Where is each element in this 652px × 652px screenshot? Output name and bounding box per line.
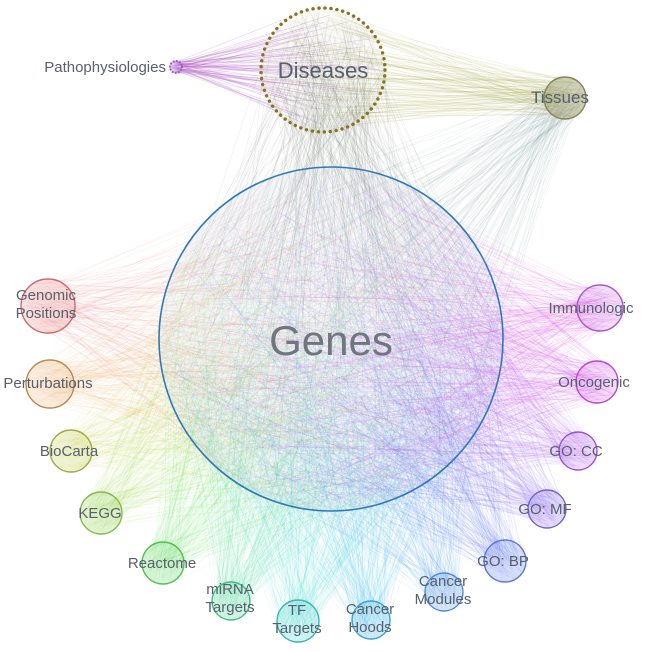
node-pathophysiologies[interactable]	[168, 59, 184, 75]
edge-bundle-pathophysiologies-diseases	[170, 10, 379, 127]
node-cancer_modules[interactable]	[424, 572, 464, 612]
node-go_cc[interactable]	[558, 431, 598, 471]
node-label-go_cc: GO: CC	[549, 443, 603, 460]
node-label-perturbations: Perturbations	[3, 375, 92, 392]
node-label-kegg: KEGG	[78, 505, 121, 522]
edge-bundle-cancer_hoods-genes	[166, 175, 500, 639]
node-label-tissues: Tissues	[531, 88, 589, 107]
node-tf_targets[interactable]	[276, 599, 320, 643]
node-perturbations[interactable]	[25, 359, 75, 409]
edge-bundle-go_bp-genes	[172, 169, 527, 582]
node-label-immunologic: Immunologic	[548, 300, 634, 317]
edge-bundle-go_mf-genes	[165, 184, 565, 528]
node-kegg[interactable]	[79, 491, 123, 535]
node-label-oncogenic: Oncogenic	[558, 374, 630, 391]
node-cancer_hoods[interactable]	[351, 600, 391, 640]
node-label-genes: Genes	[269, 317, 393, 364]
node-label-biocarta: BioCarta	[40, 443, 99, 460]
node-label-reactome: Reactome	[128, 555, 196, 572]
node-mirna_targets[interactable]	[211, 581, 251, 621]
edge-bundle-biocarta-genes	[50, 169, 496, 511]
edge-bundle-tissues-genes	[176, 79, 586, 495]
edge-bundle-diseases-genes	[161, 10, 500, 509]
node-oncogenic[interactable]	[575, 360, 619, 404]
node-label-go_mf: GO: MF	[518, 501, 571, 518]
edge-bundle-kegg-genes	[80, 188, 482, 534]
node-genomic_positions[interactable]	[20, 278, 76, 334]
node-biocarta[interactable]	[49, 429, 93, 473]
node-immunologic[interactable]	[576, 284, 624, 332]
node-tissues[interactable]	[543, 76, 587, 120]
node-diseases[interactable]	[259, 6, 387, 134]
node-label-go_bp: GO: BP	[477, 553, 529, 570]
edge-bundle-tf_targets-genes	[160, 180, 499, 642]
node-reactome[interactable]	[141, 541, 185, 585]
edge-bundles	[21, 10, 622, 642]
edge-bundle-tissues-diseases	[261, 10, 586, 130]
node-label-diseases: Diseases	[278, 58, 368, 83]
edge-bundle-cancer_modules-genes	[160, 181, 501, 609]
edge-bundle-go_cc-genes	[170, 175, 597, 506]
node-go_mf[interactable]	[527, 489, 567, 529]
edge-bundle-perturbations-genes	[28, 181, 490, 508]
node-genes[interactable]	[158, 166, 504, 512]
edge-bundle-immunologic-genes	[172, 177, 622, 506]
node-label-pathophysiologies: Pathophysiologies	[44, 59, 166, 76]
edge-bundle-genomic_positions-genes	[21, 184, 469, 506]
node-go_bp[interactable]	[483, 539, 527, 583]
edge-bundle-reactome-genes	[142, 178, 490, 584]
